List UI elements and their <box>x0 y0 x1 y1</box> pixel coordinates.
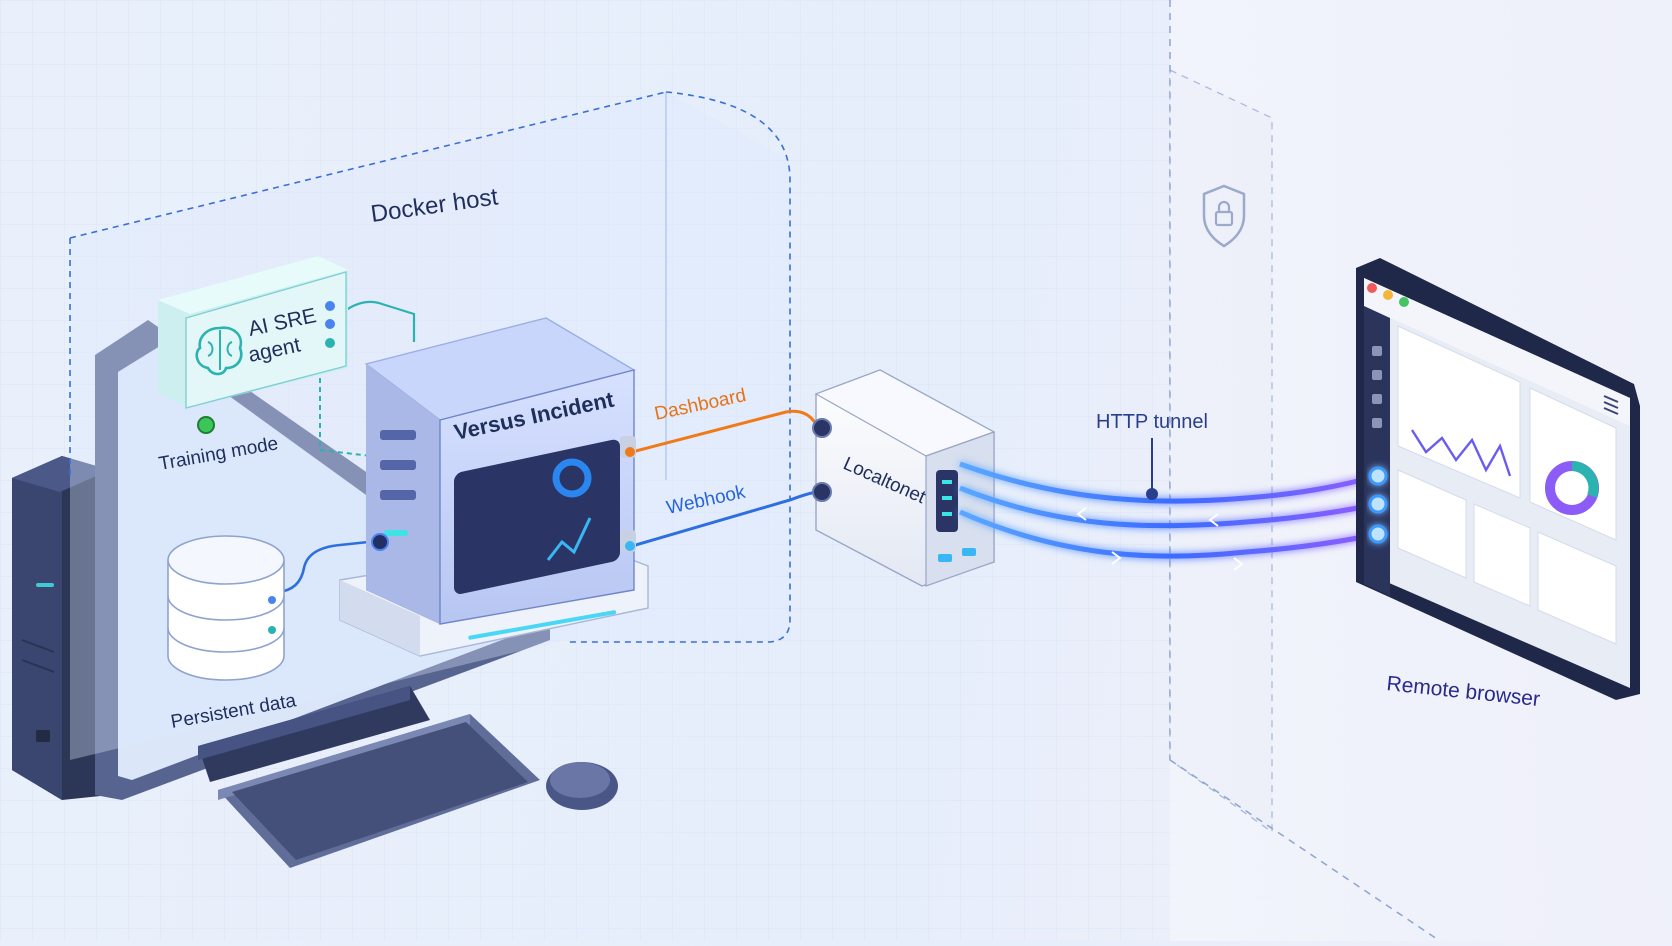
database-cylinder-icon <box>167 535 285 681</box>
keyboard <box>218 714 540 868</box>
training-mode-status-dot <box>197 416 215 434</box>
localtonet-box <box>812 369 996 587</box>
browser-line-chart-icon <box>1410 429 1512 477</box>
mouse <box>546 762 618 810</box>
http-tunnel-label: HTTP tunnel <box>1096 411 1208 433</box>
desktop-tower <box>12 456 110 800</box>
shield-lock-icon <box>1202 184 1246 248</box>
server-ports <box>620 436 636 552</box>
versus-incident-server <box>339 317 649 657</box>
browser-tunnel-endpoints <box>1368 466 1388 544</box>
dashboard-link <box>631 409 818 454</box>
remote-browser-window <box>1356 258 1640 700</box>
line-chart-icon <box>546 517 592 561</box>
agent-link-lower <box>319 360 389 459</box>
data-link <box>277 539 379 594</box>
tunnel-arrows <box>1076 507 1244 571</box>
browser-donut-chart-icon <box>1545 461 1599 515</box>
http-tunnel-pointer-dot <box>1146 488 1158 500</box>
ai-sre-agent-box <box>158 256 348 409</box>
donut-chart-icon <box>552 458 592 498</box>
hamburger-menu-icon <box>1603 395 1619 415</box>
brain-icon <box>195 326 243 376</box>
